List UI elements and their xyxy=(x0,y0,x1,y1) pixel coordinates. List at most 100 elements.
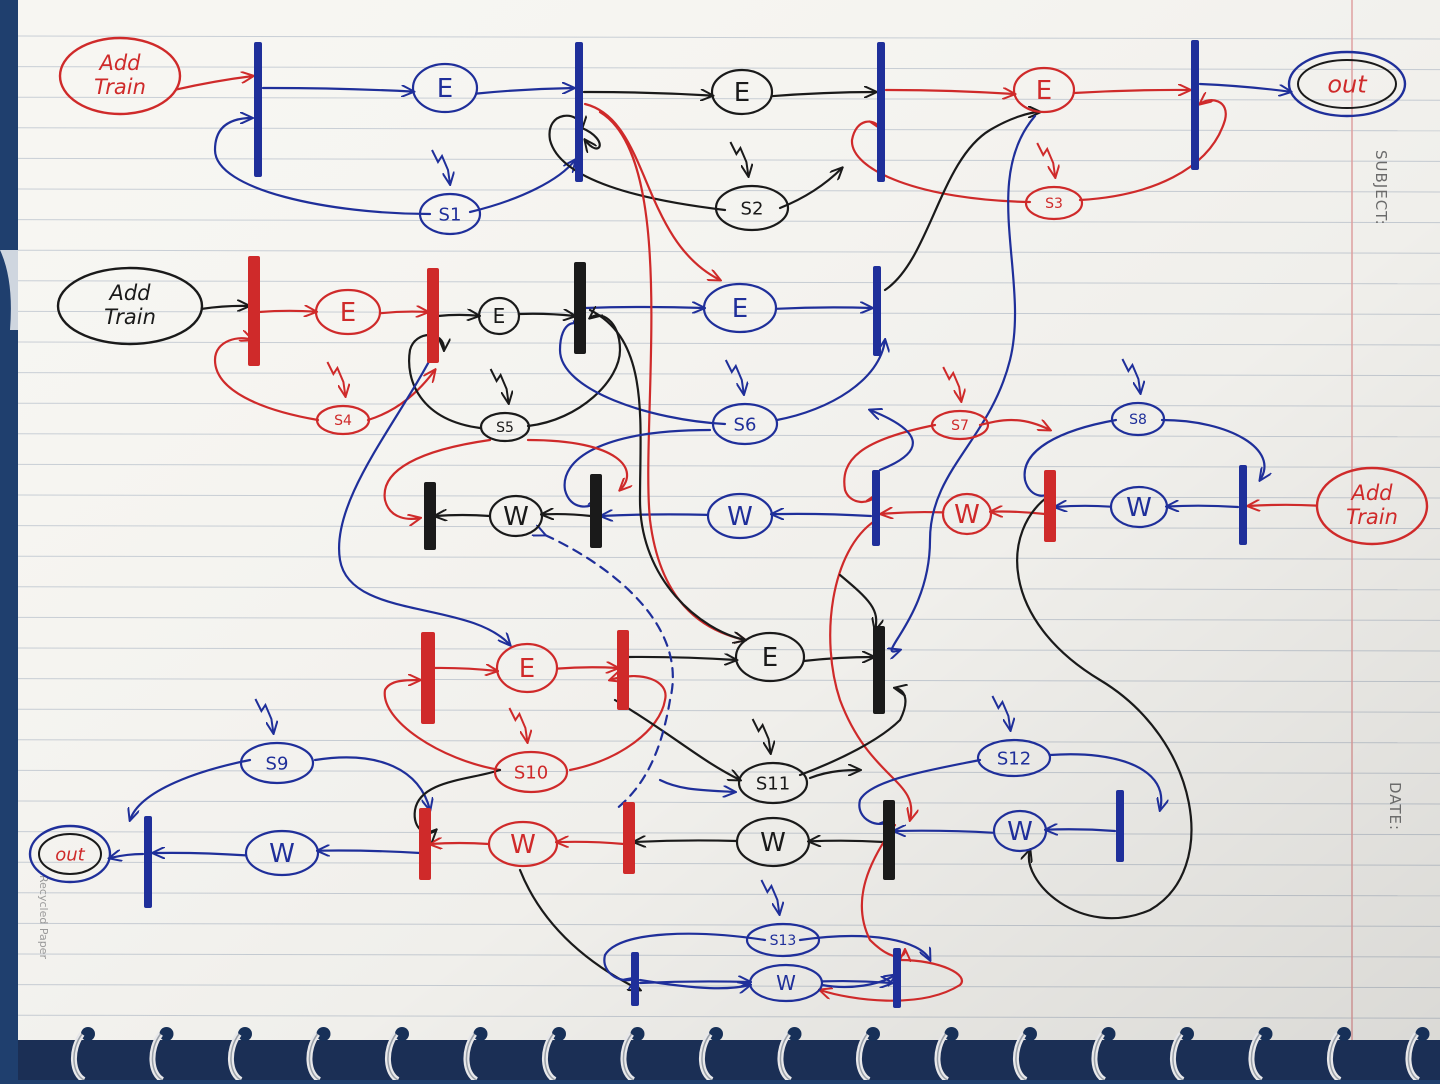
place-s7: S7 xyxy=(930,409,990,441)
place-w9: W xyxy=(748,963,824,1003)
arc-curve xyxy=(1048,753,1161,810)
place-e2: E xyxy=(710,68,774,116)
binding-ring-edge xyxy=(1250,1033,1262,1081)
arc-curve xyxy=(548,114,727,212)
place-s10: S10 xyxy=(493,750,569,794)
terminal-label: Add xyxy=(107,281,151,305)
binding-hole xyxy=(1180,1027,1194,1041)
arc-curve xyxy=(850,122,1032,204)
terminal-label: out xyxy=(1327,70,1368,98)
arc-t19-to-w6 xyxy=(557,842,626,844)
terminal-label: out xyxy=(55,844,85,865)
terminal-label: Add xyxy=(97,51,141,75)
place-label: W xyxy=(727,502,753,532)
place-label: E xyxy=(732,294,748,324)
place-s8: S8 xyxy=(1110,401,1166,437)
place-w5: W xyxy=(244,829,320,877)
arc-w1-to-t9 xyxy=(435,515,492,516)
arc-curve xyxy=(870,410,914,472)
token-mark xyxy=(760,879,779,914)
place-s5: S5 xyxy=(479,411,531,443)
place-e8: E xyxy=(734,631,806,683)
place-label: E xyxy=(340,298,356,328)
arc-curve xyxy=(563,428,712,507)
binding-ring-edge xyxy=(1329,1033,1341,1081)
arc-curve xyxy=(1160,418,1264,480)
place-label: E xyxy=(762,643,778,673)
place-s11: S11 xyxy=(737,761,809,805)
spiral-binding xyxy=(18,1027,1440,1083)
binding-hole xyxy=(1258,1027,1273,1041)
arc-e2-to-t3 xyxy=(770,92,876,96)
terminal-label: Train xyxy=(104,305,156,329)
transition-t1 xyxy=(254,42,262,177)
place-s6: S6 xyxy=(711,402,779,446)
binding-shadow xyxy=(18,1040,1440,1080)
binding-ring-edge xyxy=(1172,1033,1184,1081)
place-e7: E xyxy=(495,642,559,694)
arc-curve xyxy=(580,126,601,148)
page-shadow xyxy=(18,0,1440,1080)
transition-t15 xyxy=(617,630,629,710)
place-s3: S3 xyxy=(1024,185,1084,221)
arc-curve xyxy=(1023,418,1118,496)
place-e5: E xyxy=(477,296,521,336)
place-label: S3 xyxy=(1045,196,1063,212)
terminal-label: Train xyxy=(94,75,146,99)
transitions-layer xyxy=(144,40,1247,1008)
terminal-label: Add xyxy=(1349,481,1393,505)
binding-ring-edge xyxy=(936,1033,948,1081)
place-label: S13 xyxy=(770,933,797,949)
arc-curve xyxy=(613,698,740,780)
terminal-out-2: out xyxy=(28,824,112,884)
binding-hole xyxy=(944,1027,959,1041)
arc-e6-to-t8 xyxy=(774,307,872,308)
binding-hole xyxy=(473,1027,488,1041)
binding-ring-edge xyxy=(1407,1033,1419,1081)
arc-add-train-1-to-t1 xyxy=(174,76,253,91)
arc-curve xyxy=(658,778,735,792)
transition-t6 xyxy=(427,268,439,363)
token-mark xyxy=(729,141,748,176)
token-mark xyxy=(724,359,744,394)
binding-hole xyxy=(866,1027,880,1041)
arc-curve xyxy=(603,932,767,980)
arc-t21-to-w8 xyxy=(1046,829,1117,831)
arc-curve xyxy=(798,688,905,777)
arc-t3-to-e3 xyxy=(884,90,1015,94)
arc-w6-to-t18 xyxy=(430,843,491,844)
binding-hole xyxy=(395,1027,409,1041)
place-label: S10 xyxy=(514,762,548,783)
transition-t16 xyxy=(873,626,885,714)
token-mark xyxy=(326,361,345,396)
arc-add-train-2-to-t5 xyxy=(200,306,249,309)
place-label: S4 xyxy=(334,413,352,429)
arc-e8-to-t16 xyxy=(802,657,875,661)
arc-t11-to-w2 xyxy=(772,514,873,516)
binding-ring-edge xyxy=(387,1033,399,1081)
binding-ring-edge xyxy=(701,1033,713,1081)
place-label: E xyxy=(493,304,506,328)
token-mark xyxy=(431,149,450,184)
transition-t20 xyxy=(883,800,895,880)
arc-curve xyxy=(820,958,963,1002)
arc-curve xyxy=(588,308,745,640)
place-label: S2 xyxy=(741,198,764,219)
transition-t8 xyxy=(873,266,881,356)
transition-t19 xyxy=(623,802,635,874)
place-s4: S4 xyxy=(315,404,371,436)
arc-curve xyxy=(838,573,876,630)
binding-ring-edge xyxy=(465,1033,477,1081)
transition-t5 xyxy=(248,256,260,366)
arc-curve xyxy=(383,680,502,772)
arc-curve xyxy=(638,978,750,988)
arc-curve xyxy=(337,348,510,645)
binding-ring-edge xyxy=(858,1033,870,1081)
arc-t4-to-out-1 xyxy=(1198,82,1291,92)
terminal-out-1: out xyxy=(1287,50,1407,118)
transition-t7 xyxy=(574,262,586,354)
